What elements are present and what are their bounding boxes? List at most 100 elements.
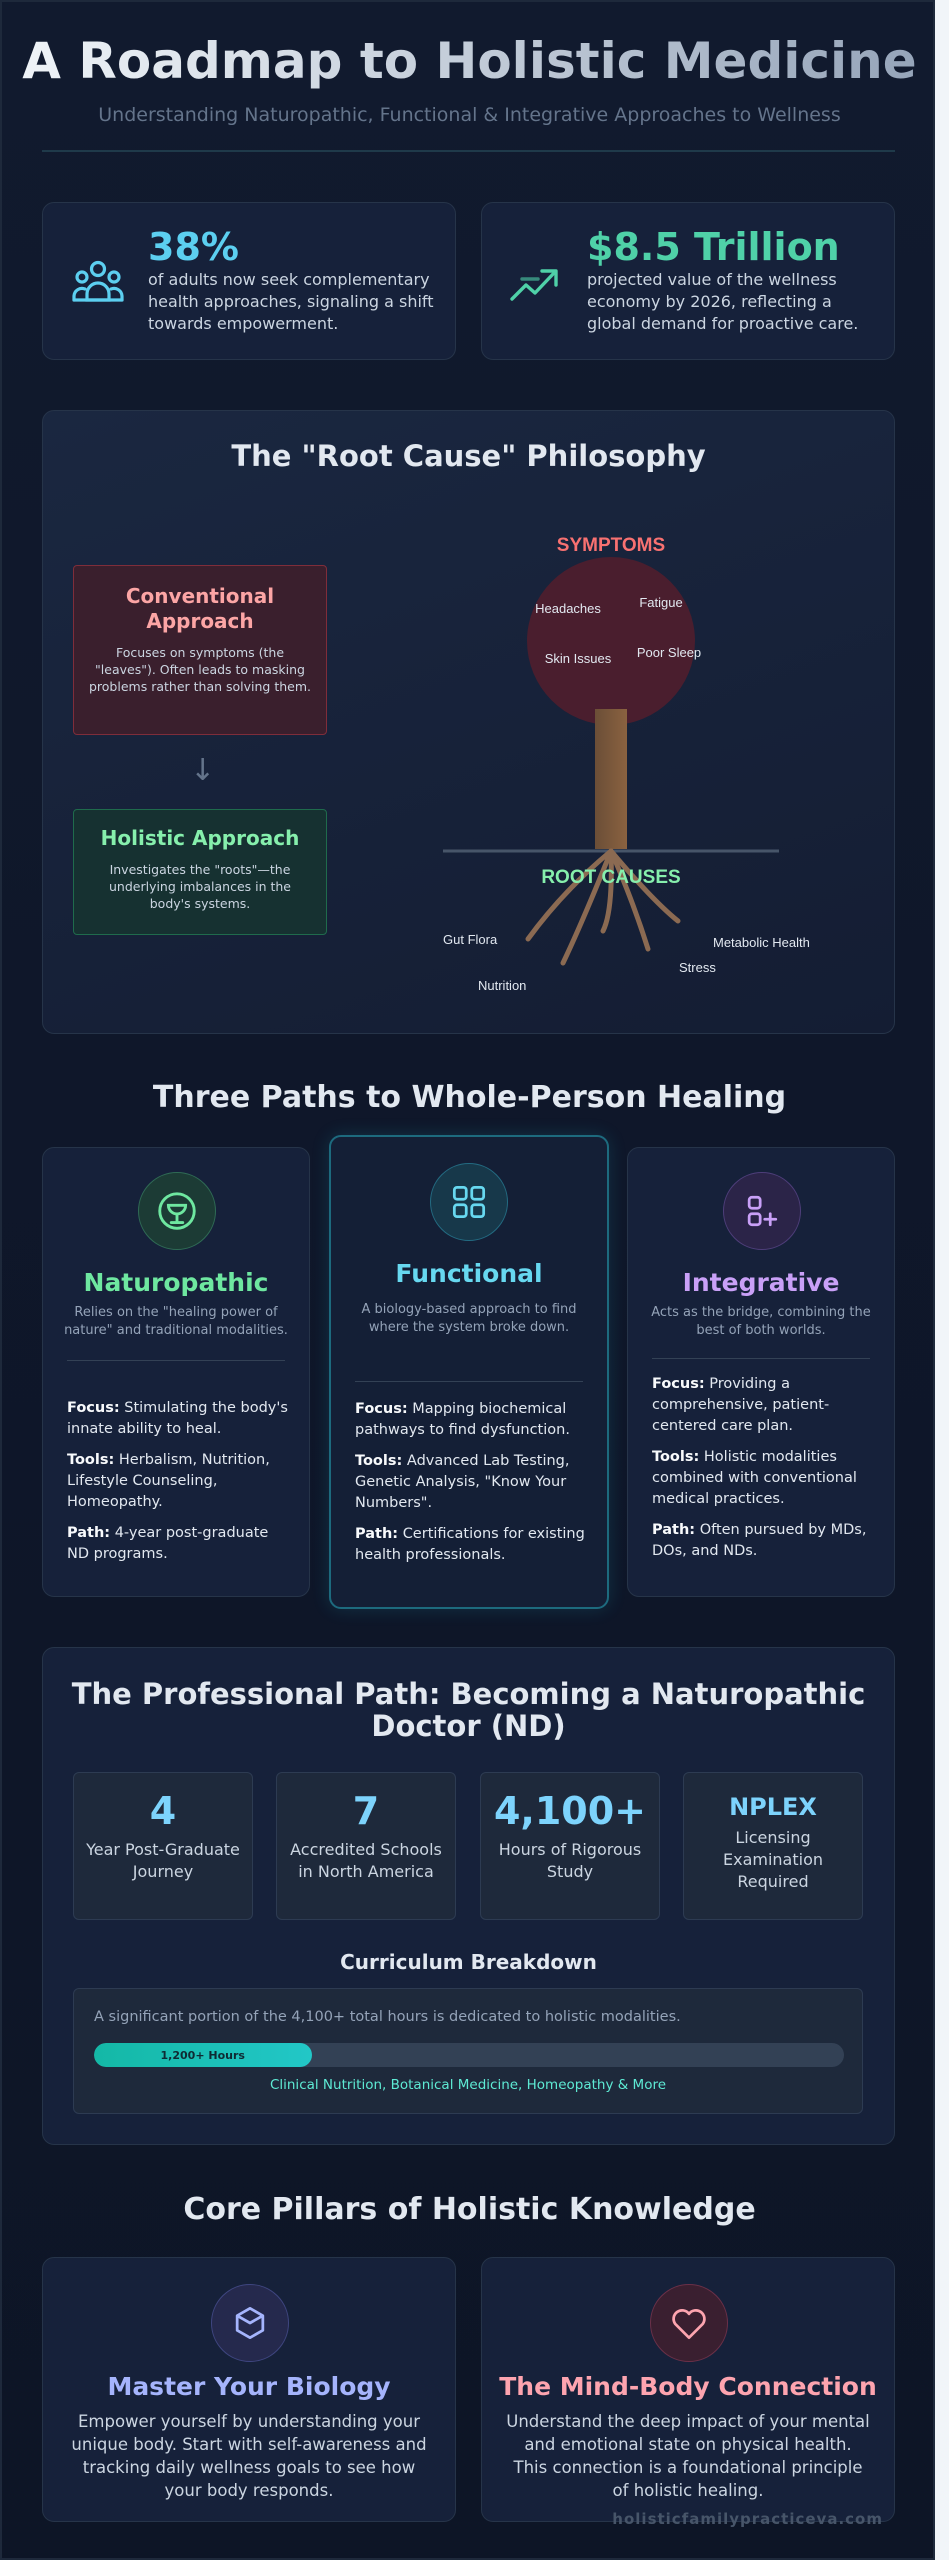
holistic-title: Holistic Approach: [100, 826, 300, 850]
herbal-cup-icon: [138, 1172, 216, 1250]
focus-text: Mapping biochemical pathways to find dys…: [355, 1401, 570, 1438]
holistic-text: Investigates the "roots"—the underlying …: [108, 862, 291, 911]
trending-up-icon: [510, 269, 558, 301]
path-text: 4-year post-graduate ND programs.: [67, 1525, 269, 1562]
pillar-card-mind-body: The Mind-Body Connection Understand the …: [481, 2257, 895, 2522]
shapes-plus-icon: [723, 1172, 801, 1250]
root-label: Metabolic Health: [713, 935, 810, 950]
grid-apps-icon: [430, 1163, 508, 1241]
path-subtitle: A biology-based approach to find where t…: [361, 1302, 577, 1335]
divider: [355, 1381, 583, 1382]
root-label: Stress: [679, 960, 716, 975]
tree-canopy: [527, 557, 695, 725]
pillar-text: Understand the deep impact of your menta…: [506, 2412, 870, 2500]
nd-stat-value: 4: [149, 1789, 177, 1833]
symptom-label: Skin Issues: [545, 651, 612, 666]
section-title: The Professional Path: Becoming a Naturo…: [71, 1677, 866, 1743]
header-divider: [42, 150, 895, 152]
section-title: The "Root Cause" Philosophy: [231, 439, 706, 473]
path-card-naturopathic: Naturopathic Relies on the "healing powe…: [42, 1147, 310, 1597]
holistic-approach-box: Holistic Approach Investigates the "root…: [73, 809, 327, 935]
stat-value: $8.5 Trillion: [587, 225, 840, 269]
tools-text: Advanced Lab Testing, Genetic Analysis, …: [355, 1453, 570, 1511]
people-group-icon: [72, 260, 124, 302]
nd-stat-label: Hours of Rigorous Study: [498, 1840, 642, 1881]
page-subtitle: Understanding Naturopathic, Functional &…: [98, 104, 841, 126]
footer-site: holisticfamilypracticeva.com: [612, 2510, 883, 2528]
nd-stat-label: Licensing Examination Required: [722, 1828, 823, 1891]
tools-label: Tools:: [67, 1452, 115, 1468]
focus-text: Stimulating the body's innate ability to…: [67, 1400, 288, 1437]
focus-label: Focus:: [355, 1401, 408, 1417]
pillar-card-biology: Master Your Biology Empower yourself by …: [42, 2257, 456, 2522]
path-subtitle: Relies on the "healing power of nature" …: [64, 1305, 288, 1338]
tools-text: Herbalism, Nutrition, Lifestyle Counseli…: [67, 1452, 270, 1510]
arrow-down-icon: ↓: [190, 753, 216, 788]
divider: [67, 1360, 285, 1361]
stat-description: projected value of the wellness economy …: [587, 270, 859, 333]
symptom-label: Fatigue: [639, 595, 682, 610]
root-causes-label: ROOT CAUSES: [541, 867, 680, 888]
conventional-approach-box: Conventional Approach Focuses on symptom…: [73, 565, 327, 735]
path-card-integrative: Integrative Acts as the bridge, combinin…: [627, 1147, 895, 1597]
root-cause-section: The "Root Cause" Philosophy Conventional…: [42, 410, 895, 1034]
focus-label: Focus:: [67, 1400, 120, 1416]
path-details: Focus: Stimulating the body's innate abi…: [67, 1398, 291, 1575]
pillar-title: The Mind-Body Connection: [499, 2372, 877, 2401]
tools-label: Tools:: [355, 1453, 403, 1469]
page-title: A Roadmap to Holistic Medicine: [2, 32, 937, 90]
stat-value: 38%: [148, 225, 239, 269]
path-details: Focus: Providing a comprehensive, patien…: [652, 1374, 876, 1572]
focus-label: Focus:: [652, 1376, 705, 1392]
paths-section-title: Three Paths to Whole-Person Healing: [152, 1080, 787, 1115]
stat-description: of adults now seek complementary health …: [148, 270, 434, 333]
root-cause-tree-diagram: SYMPTOMS Headaches Fatigue Skin Issues P…: [443, 535, 810, 993]
nd-stat-card: 4 Year Post-Graduate Journey: [73, 1772, 253, 1920]
page-edge: [935, 0, 949, 2560]
tools-text: Holistic modalities combined with conven…: [652, 1449, 857, 1507]
focus-text: Providing a comprehensive, patient-cente…: [652, 1376, 830, 1434]
bar-label: 1,200+ Hours: [160, 2048, 245, 2062]
path-label: Path:: [355, 1526, 399, 1542]
nd-stat-value: 7: [352, 1789, 380, 1833]
tree-roots: [525, 848, 681, 966]
conventional-text: Focuses on symptoms (the "leaves"). Ofte…: [88, 645, 311, 694]
curriculum-title: Curriculum Breakdown: [340, 1950, 597, 1974]
curriculum-breakdown-box: A significant portion of the 4,100+ tota…: [73, 1988, 863, 2114]
pillar-title: Master Your Biology: [107, 2372, 391, 2401]
path-label: Path:: [652, 1522, 696, 1538]
path-name: Naturopathic: [83, 1268, 269, 1297]
heart-icon: [650, 2284, 728, 2362]
curriculum-progress-bar: 1,200+ Hours: [94, 2043, 844, 2067]
professional-path-section: The Professional Path: Becoming a Naturo…: [42, 1647, 895, 2145]
path-label: Path:: [67, 1525, 111, 1541]
symptom-label: Headaches: [535, 601, 601, 616]
root-label: Gut Flora: [443, 932, 498, 947]
stat-card-adults: 38% of adults now seek complementary hea…: [42, 202, 456, 360]
conventional-title: Conventional Approach: [125, 584, 275, 633]
nd-stat-value: NPLEX: [729, 1793, 817, 1821]
path-name: Functional: [395, 1259, 543, 1288]
path-card-functional: Functional A biology-based approach to f…: [329, 1135, 609, 1609]
nd-stat-label: Year Post-Graduate Journey: [86, 1840, 240, 1881]
pillars-section-title: Core Pillars of Holistic Knowledge: [183, 2192, 756, 2227]
symptom-label: Poor Sleep: [637, 645, 701, 660]
curriculum-progress-fill: 1,200+ Hours: [94, 2043, 312, 2067]
modalities-text: Clinical Nutrition, Botanical Medicine, …: [269, 2077, 667, 2093]
tools-label: Tools:: [652, 1449, 700, 1465]
nd-stat-value: 4,100+: [493, 1789, 647, 1833]
root-label: Nutrition: [478, 978, 526, 993]
curriculum-note: A significant portion of the 4,100+ tota…: [94, 2009, 681, 2025]
divider: [652, 1358, 870, 1359]
path-name: Integrative: [682, 1268, 840, 1297]
nd-stat-label: Accredited Schools in North America: [290, 1840, 442, 1881]
nd-stat-card: 4,100+ Hours of Rigorous Study: [480, 1772, 660, 1920]
stat-card-wellness-economy: $8.5 Trillion projected value of the wel…: [481, 202, 895, 360]
tree-trunk: [595, 709, 627, 849]
header: A Roadmap to Holistic Medicine Understan…: [2, 32, 937, 126]
symptoms-label: SYMPTOMS: [557, 535, 665, 556]
nd-stat-card: NPLEX Licensing Examination Required: [683, 1772, 863, 1920]
pillar-text: Empower yourself by understanding your u…: [71, 2412, 427, 2500]
path-subtitle: Acts as the bridge, combining the best o…: [651, 1305, 871, 1338]
